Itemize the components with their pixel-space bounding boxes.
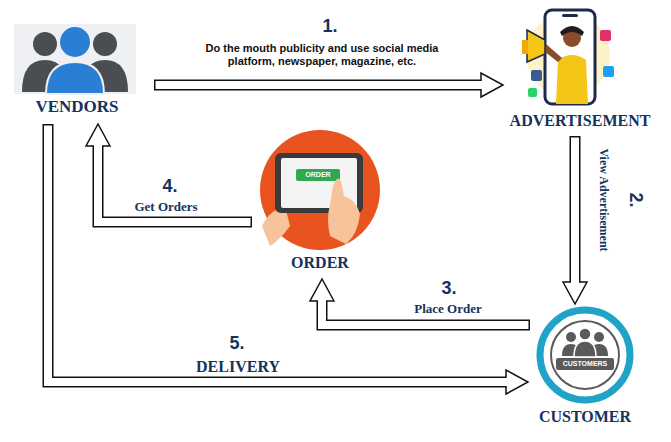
arrow-outline xyxy=(48,124,506,382)
arrow-fill xyxy=(48,126,506,383)
advertisement-illustration xyxy=(522,10,614,104)
order-illustration xyxy=(260,130,380,250)
customer-icon xyxy=(540,310,630,400)
arrow-joint xyxy=(94,144,102,148)
arrow-joint xyxy=(571,281,579,285)
callout-number: 4. xyxy=(160,176,179,197)
customer-node: CUSTOMERS CUSTOMER xyxy=(530,306,640,430)
arrow-outline xyxy=(570,136,581,282)
arrow-head xyxy=(506,370,528,394)
callout-number: 3. xyxy=(439,278,458,299)
flow-arrow xyxy=(154,73,503,97)
node-title: CUSTOMER xyxy=(539,408,631,426)
flow-arrow xyxy=(563,136,587,304)
callout-number: 1. xyxy=(320,16,339,37)
arrow-outline xyxy=(154,80,481,91)
arrow-outline xyxy=(322,301,530,325)
arrow-joint xyxy=(480,81,484,89)
arrow-joint xyxy=(318,299,326,303)
edge-label: View Advertisement xyxy=(596,146,610,253)
callout-number: 2. xyxy=(626,190,647,209)
arrow-outline xyxy=(98,146,252,222)
node-title: ADVERTISEMENT xyxy=(510,112,651,130)
edge-label: Do the mouth publicity and use social me… xyxy=(184,42,460,67)
edge-label: Get Orders xyxy=(132,200,199,215)
arrow-fill xyxy=(571,138,579,283)
node-title: ORDER xyxy=(291,254,349,272)
edge-label: DELIVERY xyxy=(194,358,282,376)
arrow-fill xyxy=(98,146,251,222)
icon-text: CUSTOMERS xyxy=(563,360,608,368)
arrow-head xyxy=(310,279,334,301)
arrow-head xyxy=(481,73,503,97)
flow-arrow xyxy=(86,124,252,222)
order-node: ORDER ORDER xyxy=(256,128,384,275)
edge-label: Place Order xyxy=(412,302,484,317)
flow-arrow xyxy=(48,124,528,394)
callout-number: 5. xyxy=(227,333,246,354)
node-title: VENDORS xyxy=(35,98,118,117)
advertisement-node: ADVERTISEMENT xyxy=(505,4,655,132)
vendors-node: VENDORS xyxy=(12,20,142,120)
flow-arrow xyxy=(310,279,530,325)
arrow-head xyxy=(563,282,587,304)
icon-text: ORDER xyxy=(305,171,330,179)
arrow-joint xyxy=(505,378,509,386)
arrow-head xyxy=(86,124,110,146)
arrow-fill xyxy=(322,301,529,325)
arrow-fill xyxy=(156,81,482,89)
vendors-icon xyxy=(14,24,136,94)
